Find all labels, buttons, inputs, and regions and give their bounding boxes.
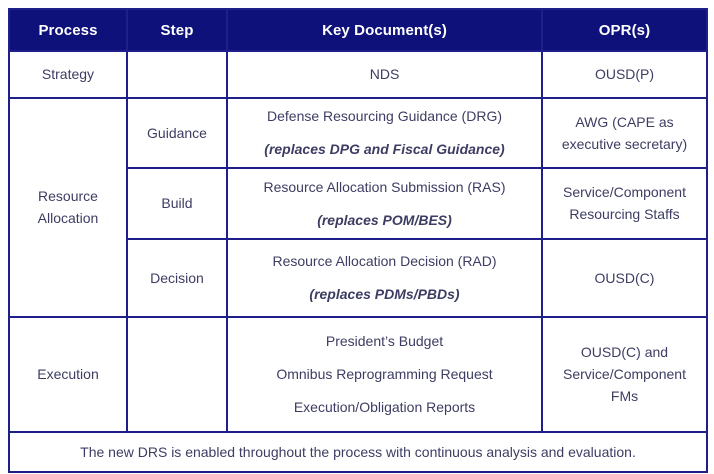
table-row-footer-note: The new DRS is enabled throughout the pr… bbox=[8, 431, 708, 473]
opr-line: OUSD(C) bbox=[594, 269, 655, 286]
opr-line: FMs bbox=[610, 387, 639, 404]
document-line: President’s Budget bbox=[325, 333, 444, 350]
cell-document-build: Resource Allocation Submission (RAS) (re… bbox=[226, 167, 543, 240]
document-line-replaces: (replaces POM/BES) bbox=[317, 211, 452, 228]
document-lines-build: Resource Allocation Submission (RAS) (re… bbox=[228, 178, 541, 230]
cell-opr-strategy: OUSD(P) bbox=[541, 50, 708, 99]
cell-opr-decision: OUSD(C) bbox=[541, 238, 708, 318]
document-lines-guidance: Defense Resourcing Guidance (DRG) (repla… bbox=[228, 107, 541, 159]
opr-line: Service/Component bbox=[563, 184, 686, 201]
step-label-execution bbox=[128, 374, 226, 375]
document-line: Defense Resourcing Guidance (DRG) bbox=[267, 108, 502, 125]
header-row: Process Step Key Document(s) OPR(s) bbox=[8, 8, 708, 52]
drs-process-table: Process Step Key Document(s) OPR(s) Stra… bbox=[8, 8, 708, 473]
table-row-build: Build Resource Allocation Submission (RA… bbox=[9, 167, 708, 240]
opr-lines-execution: OUSD(C) and Service/Component FMs bbox=[543, 343, 706, 406]
document-lines-strategy: NDS bbox=[228, 65, 541, 84]
cell-opr-build: Service/Component Resourcing Staffs bbox=[541, 167, 708, 240]
opr-line: OUSD(C) and bbox=[580, 344, 669, 361]
cell-document-decision: Resource Allocation Decision (RAD) (repl… bbox=[226, 238, 543, 318]
process-label-line: Resource bbox=[38, 188, 98, 205]
column-header-document: Key Document(s) bbox=[226, 8, 543, 52]
table-row-decision: Decision Resource Allocation Decision (R… bbox=[9, 238, 708, 318]
column-header-process: Process bbox=[8, 8, 128, 52]
cell-document-execution: President’s Budget Omnibus Reprogramming… bbox=[226, 316, 543, 433]
opr-lines-build: Service/Component Resourcing Staffs bbox=[543, 183, 706, 224]
opr-line: executive secretary) bbox=[561, 135, 688, 152]
process-label-strategy: Strategy bbox=[41, 66, 95, 83]
cell-process-resource-allocation: Resource Allocation bbox=[8, 97, 128, 318]
document-lines-execution: President’s Budget Omnibus Reprogramming… bbox=[228, 332, 541, 417]
opr-line: Service/Component bbox=[563, 366, 686, 383]
document-lines-decision: Resource Allocation Decision (RAD) (repl… bbox=[228, 252, 541, 304]
cell-step-build: Build bbox=[126, 167, 228, 240]
step-label-strategy bbox=[128, 74, 226, 75]
cell-opr-guidance: AWG (CAPE as executive secretary) bbox=[541, 97, 708, 169]
cell-step-execution bbox=[126, 316, 228, 433]
opr-line: OUSD(P) bbox=[594, 66, 655, 83]
column-header-step: Step bbox=[126, 8, 228, 52]
cell-opr-execution: OUSD(C) and Service/Component FMs bbox=[541, 316, 708, 433]
document-line-replaces: (replaces PDMs/PBDs) bbox=[309, 286, 460, 302]
cell-step-strategy bbox=[126, 50, 228, 99]
process-label-execution: Execution bbox=[37, 366, 99, 383]
document-line: Resource Allocation Decision (RAD) bbox=[272, 253, 497, 270]
document-line: NDS bbox=[369, 66, 400, 83]
table-row-execution: Execution President’s Budget Omnibus Rep… bbox=[8, 316, 708, 433]
cell-step-guidance: Guidance bbox=[126, 97, 228, 169]
document-line: Execution/Obligation Reports bbox=[293, 398, 476, 415]
process-label-resource-allocation: Resource Allocation bbox=[10, 187, 126, 228]
process-label-line: Allocation bbox=[37, 210, 99, 226]
cell-process-execution: Execution bbox=[8, 316, 128, 433]
opr-lines-decision: OUSD(C) bbox=[543, 269, 706, 288]
cell-process-strategy: Strategy bbox=[8, 50, 128, 99]
opr-line: AWG (CAPE as bbox=[575, 113, 674, 130]
opr-lines-strategy: OUSD(P) bbox=[543, 65, 706, 84]
table-row-strategy: Strategy NDS OUSD(P) bbox=[8, 50, 708, 99]
document-line: Omnibus Reprogramming Request bbox=[276, 366, 493, 383]
cell-document-strategy: NDS bbox=[226, 50, 543, 99]
opr-lines-guidance: AWG (CAPE as executive secretary) bbox=[543, 113, 706, 154]
table-body: Strategy NDS OUSD(P) bbox=[8, 50, 708, 473]
footer-note: The new DRS is enabled throughout the pr… bbox=[8, 431, 708, 473]
document-line-replaces: (replaces DPG and Fiscal Guidance) bbox=[264, 141, 505, 157]
cell-document-guidance: Defense Resourcing Guidance (DRG) (repla… bbox=[226, 97, 543, 169]
opr-line: Resourcing Staffs bbox=[569, 206, 680, 222]
table-row-guidance: Resource Allocation Guidance Defense Res… bbox=[8, 97, 708, 318]
column-header-opr: OPR(s) bbox=[541, 8, 708, 52]
document-line: Resource Allocation Submission (RAS) bbox=[263, 178, 506, 195]
table-header: Process Step Key Document(s) OPR(s) bbox=[8, 8, 708, 52]
cell-step-decision: Decision bbox=[126, 238, 228, 318]
